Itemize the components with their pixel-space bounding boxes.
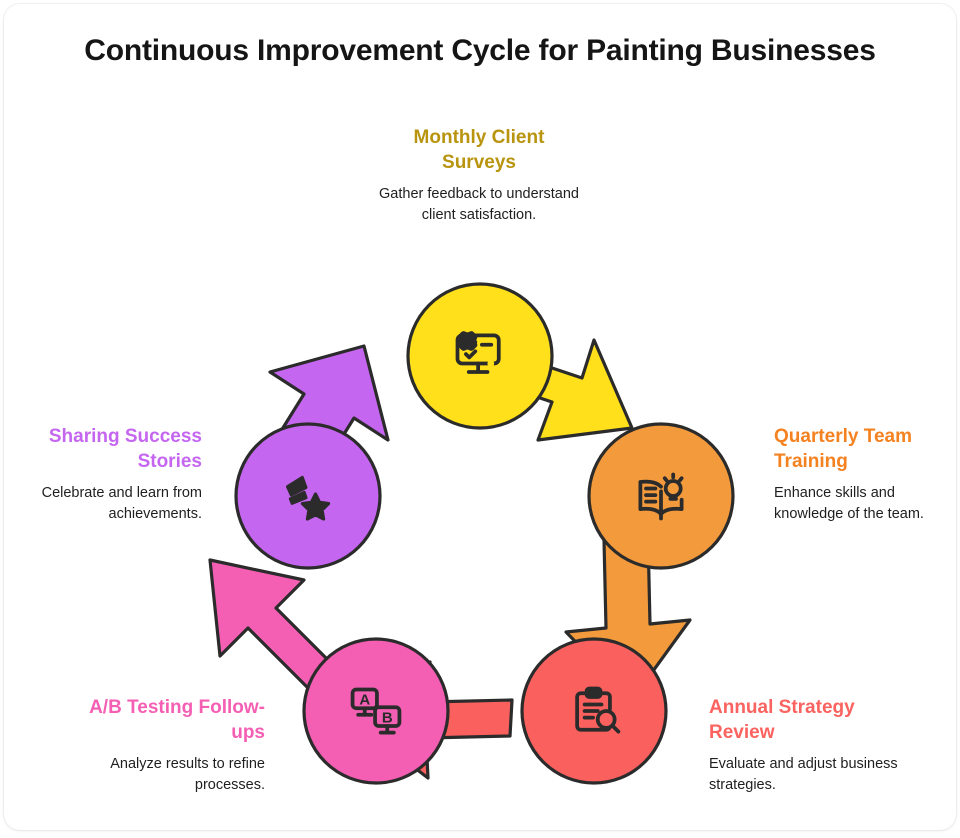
node-heading-monthly-client-surveys: Monthly Client Surveys bbox=[413, 127, 545, 173]
node-label-annual-strategy-review: Annual Strategy Review Evaluate and adju… bbox=[709, 696, 899, 796]
node-description-ab-testing-follow-ups: Analyze results to refine processes. bbox=[110, 756, 265, 793]
node-circle-sharing-success-stories[interactable] bbox=[234, 422, 382, 570]
page-title: Continuous Improvement Cycle for Paintin… bbox=[84, 34, 876, 67]
node-circle-quarterly-team-training[interactable] bbox=[587, 422, 735, 570]
node-label-sharing-success-stories: Sharing Success Stories Celebrate and le… bbox=[16, 425, 202, 525]
node-description-quarterly-team-training: Enhance skills and knowledge of the team… bbox=[774, 485, 924, 522]
cycle-diagram: A B bbox=[180, 268, 780, 798]
node-heading-quarterly-team-training: Quarterly Team Training bbox=[774, 426, 912, 472]
node-description-monthly-client-surveys: Gather feedback to understand client sat… bbox=[379, 186, 579, 223]
node-label-ab-testing-follow-ups: A/B Testing Follow-ups Analyze results t… bbox=[59, 696, 265, 796]
node-heading-ab-testing-follow-ups: A/B Testing Follow-ups bbox=[89, 697, 265, 743]
node-circle-annual-strategy-review[interactable] bbox=[520, 637, 668, 785]
infographic-card: Continuous Improvement Cycle for Paintin… bbox=[4, 4, 956, 830]
cycle-svg bbox=[208, 282, 735, 785]
node-description-sharing-success-stories: Celebrate and learn from achievements. bbox=[41, 485, 202, 522]
node-circle-monthly-client-surveys[interactable] bbox=[406, 282, 554, 430]
node-label-monthly-client-surveys: Monthly Client Surveys Gather feedback t… bbox=[379, 126, 579, 226]
node-heading-sharing-success-stories: Sharing Success Stories bbox=[48, 426, 202, 472]
node-circle-ab-testing-follow-ups[interactable] bbox=[302, 637, 450, 785]
node-heading-annual-strategy-review: Annual Strategy Review bbox=[709, 697, 855, 743]
node-label-quarterly-team-training: Quarterly Team Training Enhance skills a… bbox=[774, 425, 956, 525]
node-description-annual-strategy-review: Evaluate and adjust business strategies. bbox=[709, 756, 898, 793]
